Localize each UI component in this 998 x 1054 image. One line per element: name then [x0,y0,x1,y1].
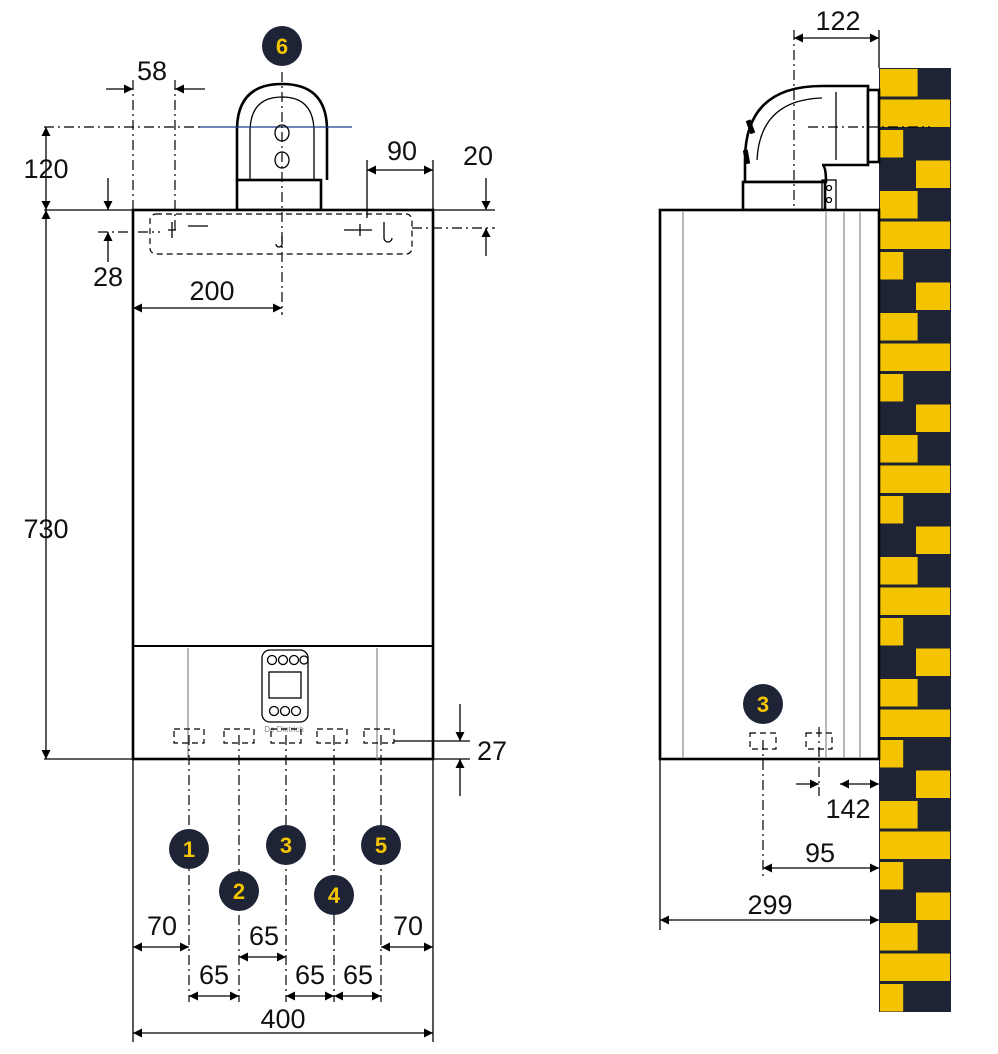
brick [916,404,950,432]
side-view: 122 142 95 299 3 [658,6,951,1012]
brick [880,709,950,737]
dim-65-b: 65 [199,960,229,990]
badge-1: 1 [169,829,209,869]
dim-58: 58 [137,56,167,86]
dim-65-c: 65 [295,960,325,990]
dim-90: 90 [387,136,417,166]
brick [880,69,918,97]
svg-text:4: 4 [328,883,341,908]
dim-142: 142 [825,794,870,824]
dim-65-d: 65 [343,960,373,990]
dim-120: 120 [23,154,68,184]
brick [916,526,950,554]
dim-95: 95 [805,838,835,868]
svg-text:2: 2 [233,879,245,904]
brick [880,130,904,158]
wall-bracket-outline [149,213,413,255]
brick [880,191,918,219]
dim-122: 122 [815,6,860,36]
connection-stubs-front [173,728,395,744]
badge-3: 3 [266,825,306,865]
brick [880,221,950,249]
brick [916,648,950,676]
dim-28: 28 [93,262,123,292]
brick [880,587,950,615]
dim-730: 730 [23,514,68,544]
brick [880,953,950,981]
svg-text:3: 3 [280,833,292,858]
brick [880,557,918,585]
brick [880,923,918,951]
brick-wall [879,68,951,1012]
brick [880,740,904,768]
brick [880,343,950,371]
brick [880,679,918,707]
brick [880,435,918,463]
boiler-body-front [131,208,435,761]
dim-65-a: 65 [249,921,279,951]
dim-70-right: 70 [393,911,423,941]
dim-20: 20 [463,141,493,171]
front-view: De Dietrich [23,26,507,1042]
dim-70-left: 70 [147,911,177,941]
dim-400: 400 [260,1004,305,1034]
brick [916,770,950,798]
brick [880,831,950,859]
badge-5: 5 [361,825,401,865]
brick [880,618,904,646]
svg-text:1: 1 [183,837,195,862]
svg-text:6: 6 [276,34,288,59]
brick [880,465,950,493]
brick [880,862,904,890]
svg-text:3: 3 [757,692,769,717]
badge-6: 6 [262,26,302,66]
badge-4: 4 [314,875,354,915]
dim-27: 27 [477,736,507,766]
badge-3-side: 3 [743,684,783,724]
brick [880,99,950,127]
brick [916,160,950,188]
brick [880,801,918,829]
boiler-body-side [658,208,881,761]
dim-200: 200 [189,276,234,306]
badge-2: 2 [219,871,259,911]
brick [880,984,904,1012]
brick [916,892,950,920]
brick [880,496,904,524]
brick [916,282,950,310]
brick [880,252,904,280]
flue-elbow-front [200,82,352,212]
brick [880,374,904,402]
brick [880,313,918,341]
dim-299: 299 [747,890,792,920]
svg-text:5: 5 [375,833,387,858]
